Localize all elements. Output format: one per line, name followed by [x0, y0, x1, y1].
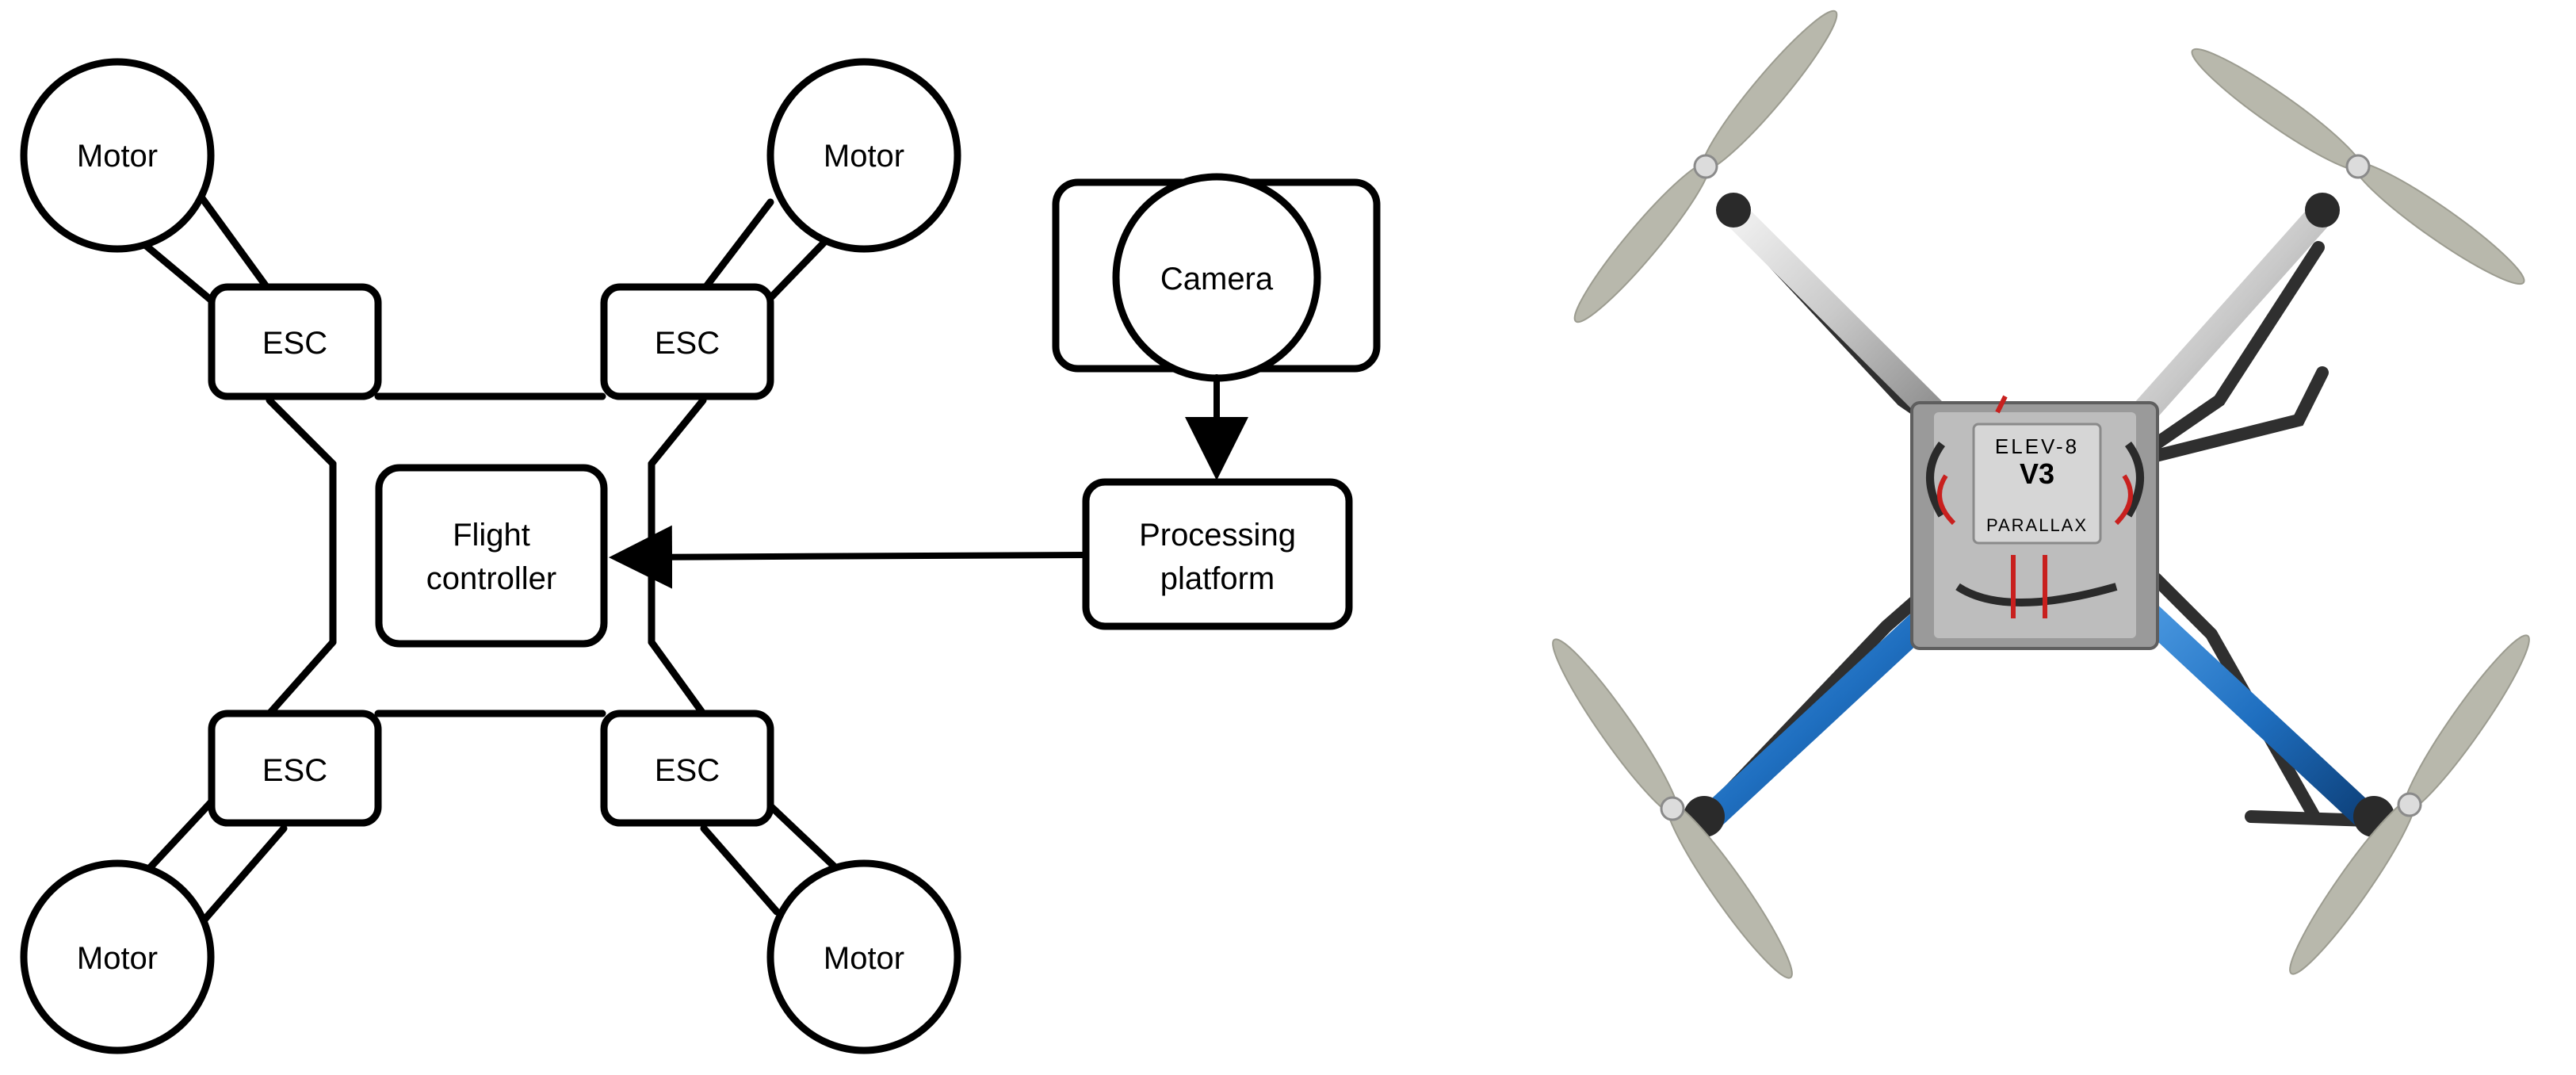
motor-bottom-left — [20, 859, 215, 1054]
esc-label: ESC — [655, 753, 720, 788]
esc-label: ESC — [262, 753, 327, 788]
motor-label: Motor — [77, 941, 158, 976]
board-markings: ELEV-8 V3 PARALLAX — [1986, 434, 2088, 535]
propellers — [1552, 10, 2530, 979]
arm-front-left — [1720, 199, 1947, 426]
diagram-labels: Motor Motor Motor Motor ESC ESC ESC ESC … — [77, 139, 1296, 976]
propeller-bottom-right — [2289, 634, 2530, 975]
esc-bottom-left — [208, 710, 382, 827]
esc-bottom-right — [600, 710, 774, 827]
motor-label: Motor — [77, 139, 158, 174]
flight-controller-label-line1: Flight — [453, 518, 530, 553]
center-body — [1910, 395, 2159, 650]
frame-outline — [266, 392, 707, 717]
motor-label: Motor — [824, 139, 904, 174]
flight-controller-label-line2: controller — [426, 561, 557, 596]
drone-photo: ELEV-8 V3 PARALLAX — [1552, 10, 2530, 979]
motor-label: Motor — [824, 941, 904, 976]
board-brand-text: ELEV-8 — [1995, 434, 2079, 458]
block-diagram — [20, 58, 1381, 1054]
camera-label: Camera — [1160, 262, 1274, 296]
motor-top-right — [766, 58, 961, 253]
photo-motors — [1684, 193, 2394, 837]
arm-rear-left — [1699, 597, 1947, 830]
board-maker-text: PARALLAX — [1986, 515, 2088, 535]
propeller-bottom-left — [1552, 638, 1793, 979]
arm-front-right — [2131, 199, 2336, 426]
processing-platform-box — [1082, 478, 1353, 630]
motor-top-left — [20, 58, 215, 253]
propeller-top-left — [1573, 10, 1838, 323]
arm-rear-right — [2131, 597, 2383, 834]
arrow-processing-to-flight-controller — [609, 525, 1087, 589]
esc-top-right — [600, 283, 774, 400]
flight-controller-box — [375, 464, 608, 648]
flight-control-board — [1972, 423, 2102, 545]
processing-platform-label-line1: Processing — [1139, 518, 1296, 553]
frame-arms — [1699, 199, 2383, 834]
esc-top-left — [208, 283, 382, 400]
propeller-top-right — [2191, 48, 2525, 285]
prop-hubs — [1660, 154, 2422, 821]
esc-label: ESC — [262, 326, 327, 361]
motor-bottom-right — [766, 859, 961, 1054]
processing-platform-label-line2: platform — [1160, 561, 1275, 596]
esc-label: ESC — [655, 326, 720, 361]
board-version-text: V3 — [2020, 457, 2054, 490]
